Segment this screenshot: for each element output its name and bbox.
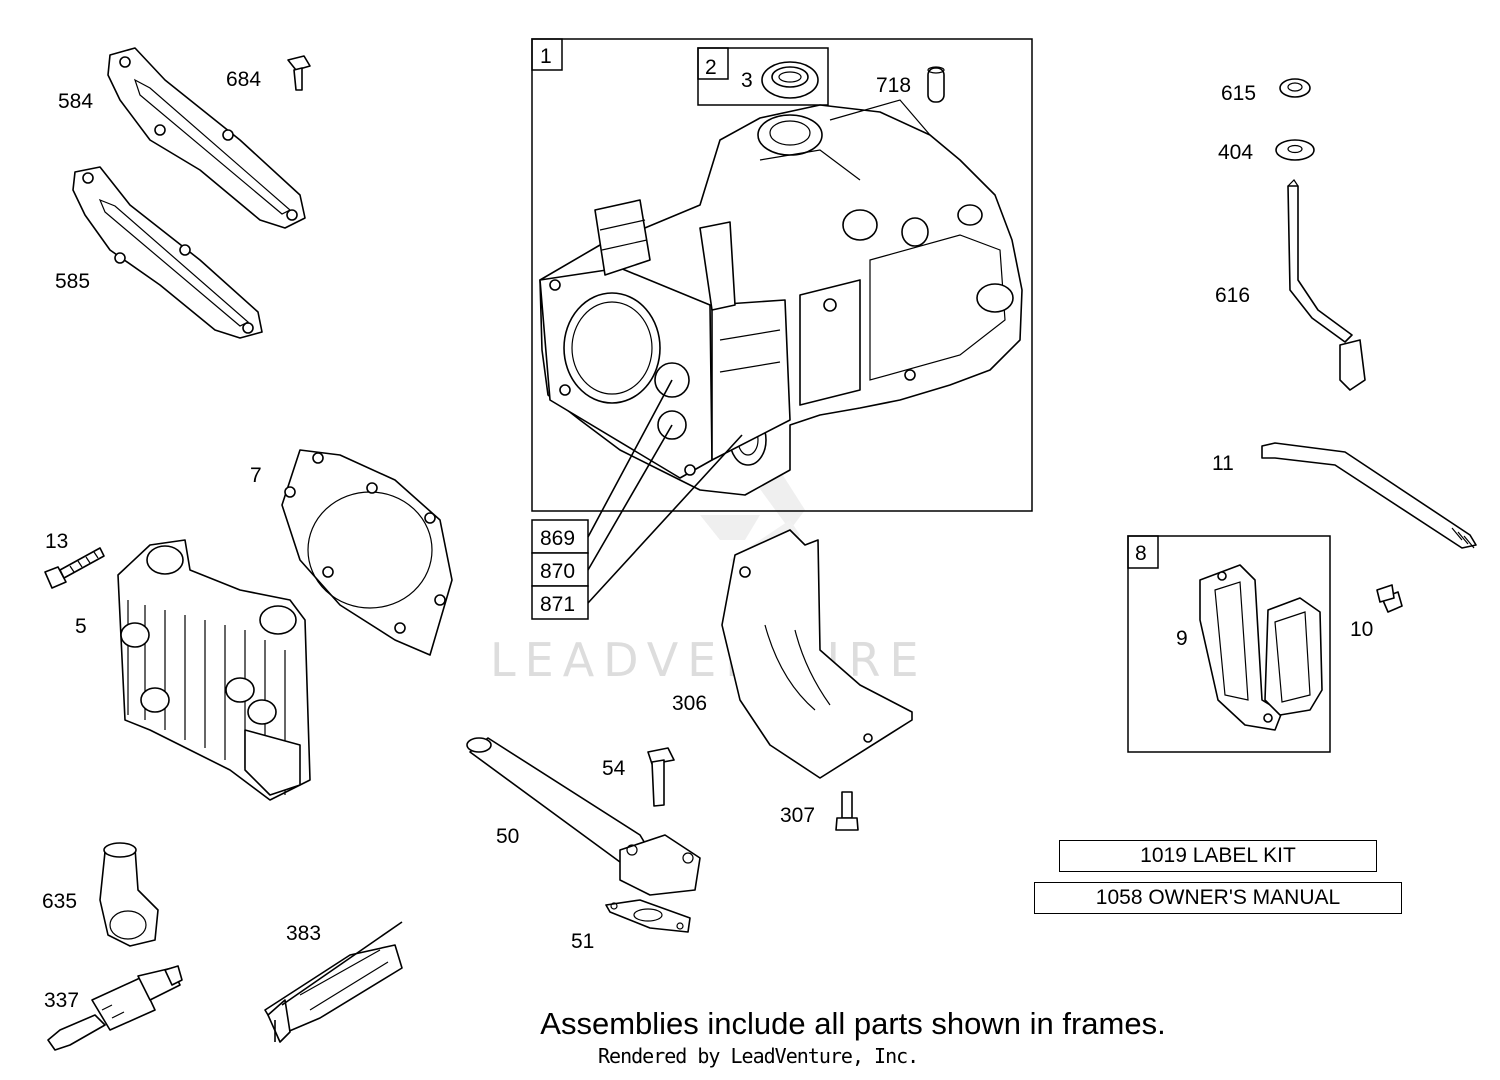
gasket-585-part — [72, 166, 263, 339]
dipstick-tube-part — [466, 737, 701, 896]
part-number-54: 54 — [602, 757, 626, 780]
render-credit: Rendered by LeadVenture, Inc. — [598, 1044, 919, 1068]
head-bolt-part — [44, 547, 105, 589]
breather-gasket-part — [1199, 564, 1283, 731]
head-gasket-part — [281, 449, 453, 656]
part-number-5: 5 — [75, 615, 87, 638]
dowel-pin-part — [927, 66, 945, 103]
part-number-383: 383 — [286, 922, 321, 945]
part-number-7: 7 — [250, 464, 262, 487]
part-number-584: 584 — [58, 90, 93, 113]
frame-crankcase — [531, 38, 1033, 512]
part-number-1: 1 — [540, 45, 552, 68]
part-number-616: 616 — [1215, 284, 1250, 307]
part-number-684: 684 — [226, 68, 261, 91]
governor-shaft-part — [1261, 442, 1477, 549]
governor-lever-part — [1287, 179, 1366, 391]
label-kit-box: 1019 LABEL KIT — [1059, 840, 1377, 872]
frame-seal-tag — [697, 47, 729, 80]
part-number-13: 13 — [45, 530, 68, 553]
spark-plug-wrench-part — [264, 921, 403, 1043]
frame-crankcase-tag — [531, 38, 563, 71]
part-number-8: 8 — [1135, 542, 1147, 565]
breather-cover-part — [1264, 597, 1323, 716]
screw-54-part — [647, 747, 675, 807]
crankcase-part — [539, 99, 1023, 496]
owners-manual-box: 1058 OWNER'S MANUAL — [1034, 882, 1402, 914]
part-number-337: 337 — [44, 989, 79, 1012]
gasket-584-part — [107, 47, 306, 229]
part-number-3: 3 — [741, 69, 753, 92]
spark-plug-part — [47, 965, 183, 1051]
spark-plug-boot-part — [99, 842, 159, 947]
screw-684-part — [287, 55, 311, 91]
part-number-2: 2 — [705, 56, 717, 79]
part-number-615: 615 — [1221, 82, 1256, 105]
part-number-870: 870 — [540, 560, 575, 583]
frame-breather — [1127, 535, 1331, 753]
screw-10-part — [1376, 584, 1403, 613]
part-number-10: 10 — [1350, 618, 1373, 641]
part-number-306: 306 — [672, 692, 707, 715]
part-number-307: 307 — [780, 804, 815, 827]
part-number-9: 9 — [1176, 627, 1188, 650]
callout-group-bearings — [531, 379, 743, 620]
assemblies-note: Assemblies include all parts shown in fr… — [540, 1006, 1166, 1041]
tube-gasket-part — [605, 899, 691, 933]
part-number-718: 718 — [876, 74, 911, 97]
cylinder-head-part — [117, 539, 311, 801]
washer-404-part — [1275, 139, 1315, 161]
part-number-404: 404 — [1218, 141, 1253, 164]
oil-seal-part — [761, 61, 819, 99]
frame-breather-tag — [1127, 535, 1159, 569]
part-number-871: 871 — [540, 593, 575, 616]
part-number-50: 50 — [496, 825, 519, 848]
part-number-585: 585 — [55, 270, 90, 293]
screw-307-part — [835, 791, 859, 831]
part-number-635: 635 — [42, 890, 77, 913]
part-number-51: 51 — [571, 930, 594, 953]
part-number-869: 869 — [540, 527, 575, 550]
watermark-text: LEADVENTURE — [490, 633, 928, 687]
air-guide-part — [721, 529, 913, 779]
part-number-11: 11 — [1212, 452, 1234, 475]
nut-615-part — [1279, 78, 1311, 98]
